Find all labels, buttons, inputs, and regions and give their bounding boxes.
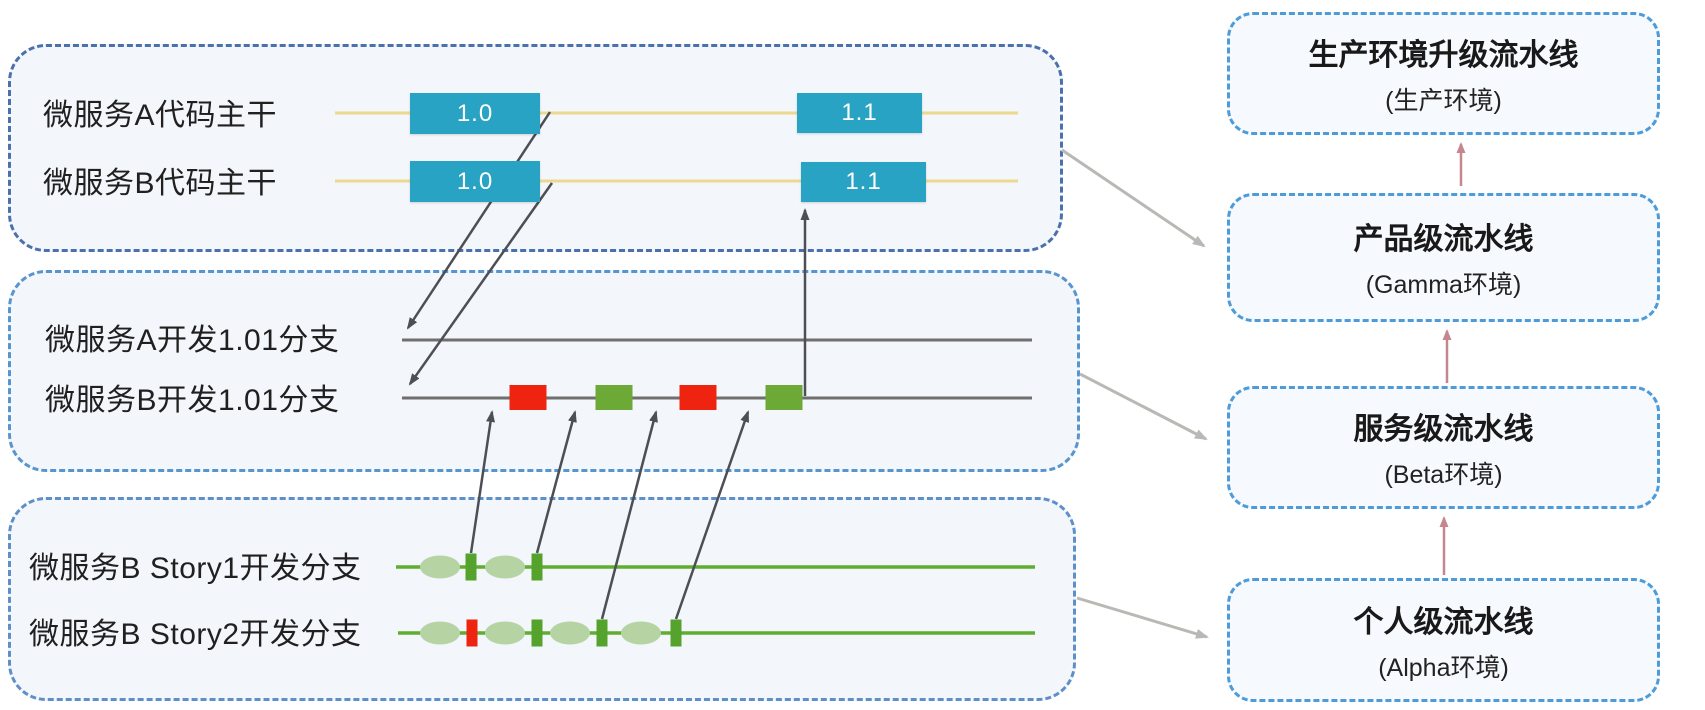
commit-marker-red: [509, 385, 547, 410]
story-commit-ellipse: [550, 621, 590, 645]
story-tick-green: [531, 619, 543, 647]
story-tick-green: [531, 553, 543, 581]
story-to-alpha-arrow: [1076, 596, 1209, 639]
version-tag-a-1.0: 1.0: [410, 93, 540, 134]
version-tag-b-1.1: 1.1: [801, 162, 926, 202]
story-commit-ellipse: [485, 621, 525, 645]
story2-label: 微服务B Story2开发分支: [29, 618, 362, 651]
story-commit-shapes: [420, 553, 682, 647]
story2-merge-arrow-1: [600, 410, 658, 620]
commit-marker-green: [595, 385, 633, 410]
story1-label: 微服务B Story1开发分支: [29, 552, 362, 585]
commit-marker-green: [765, 385, 803, 410]
pipeline-env: (Gamma环境): [1365, 271, 1522, 299]
story-tick-red: [466, 619, 478, 647]
trunk-branches-panel: 微服务A代码主干 微服务B代码主干: [8, 44, 1063, 252]
branch-off-arrow-b: [408, 182, 554, 386]
version-tag-a-1.1: 1.1: [797, 93, 922, 133]
story1-merge-arrow-2: [535, 410, 577, 554]
story-tick-green: [596, 619, 608, 647]
pipeline-box-gamma: 产品级流水线 (Gamma环境): [1227, 193, 1660, 322]
pipeline-box-beta: 服务级流水线 (Beta环境): [1227, 386, 1660, 509]
pipeline-title: 服务级流水线: [1353, 413, 1534, 446]
trunk-b-label: 微服务B代码主干: [43, 167, 278, 200]
pipeline-title: 产品级流水线: [1353, 223, 1534, 256]
pipeline-box-production: 生产环境升级流水线 (生产环境): [1227, 12, 1660, 135]
story2-merge-arrow-2: [674, 410, 750, 620]
dev-b-label: 微服务B开发1.01分支: [45, 384, 340, 417]
story1-merge-arrow-1: [469, 410, 495, 554]
dev-a-label: 微服务A开发1.01分支: [45, 324, 340, 357]
version-tag-b-1.0: 1.0: [410, 161, 540, 202]
dev-branches-panel: 微服务A开发1.01分支 微服务B开发1.01分支: [8, 270, 1080, 472]
pipeline-title: 个人级流水线: [1353, 605, 1534, 639]
pipeline-box-alpha: 个人级流水线 (Alpha环境): [1227, 578, 1660, 702]
story-commit-ellipse: [420, 555, 460, 579]
pipeline-title: 生产环境升级流水线: [1308, 39, 1579, 72]
story-commit-ellipse: [420, 621, 460, 645]
dev-to-beta-arrow: [1079, 372, 1208, 441]
story-commit-ellipse: [621, 621, 661, 645]
pipeline-env: (生产环境): [1385, 87, 1502, 115]
pipeline-env: (Alpha环境): [1378, 653, 1509, 682]
pipeline-env: (Beta环境): [1384, 461, 1503, 489]
trunk-a-label: 微服务A代码主干: [43, 99, 278, 132]
story-commit-ellipse: [485, 555, 525, 579]
branch-off-arrow-a: [406, 111, 552, 330]
story-tick-green: [465, 553, 477, 581]
story-tick-green: [670, 619, 682, 647]
trunk-to-gamma-arrow: [1061, 148, 1206, 248]
dev-b-commit-markers: [509, 385, 803, 410]
commit-marker-red: [679, 385, 717, 410]
